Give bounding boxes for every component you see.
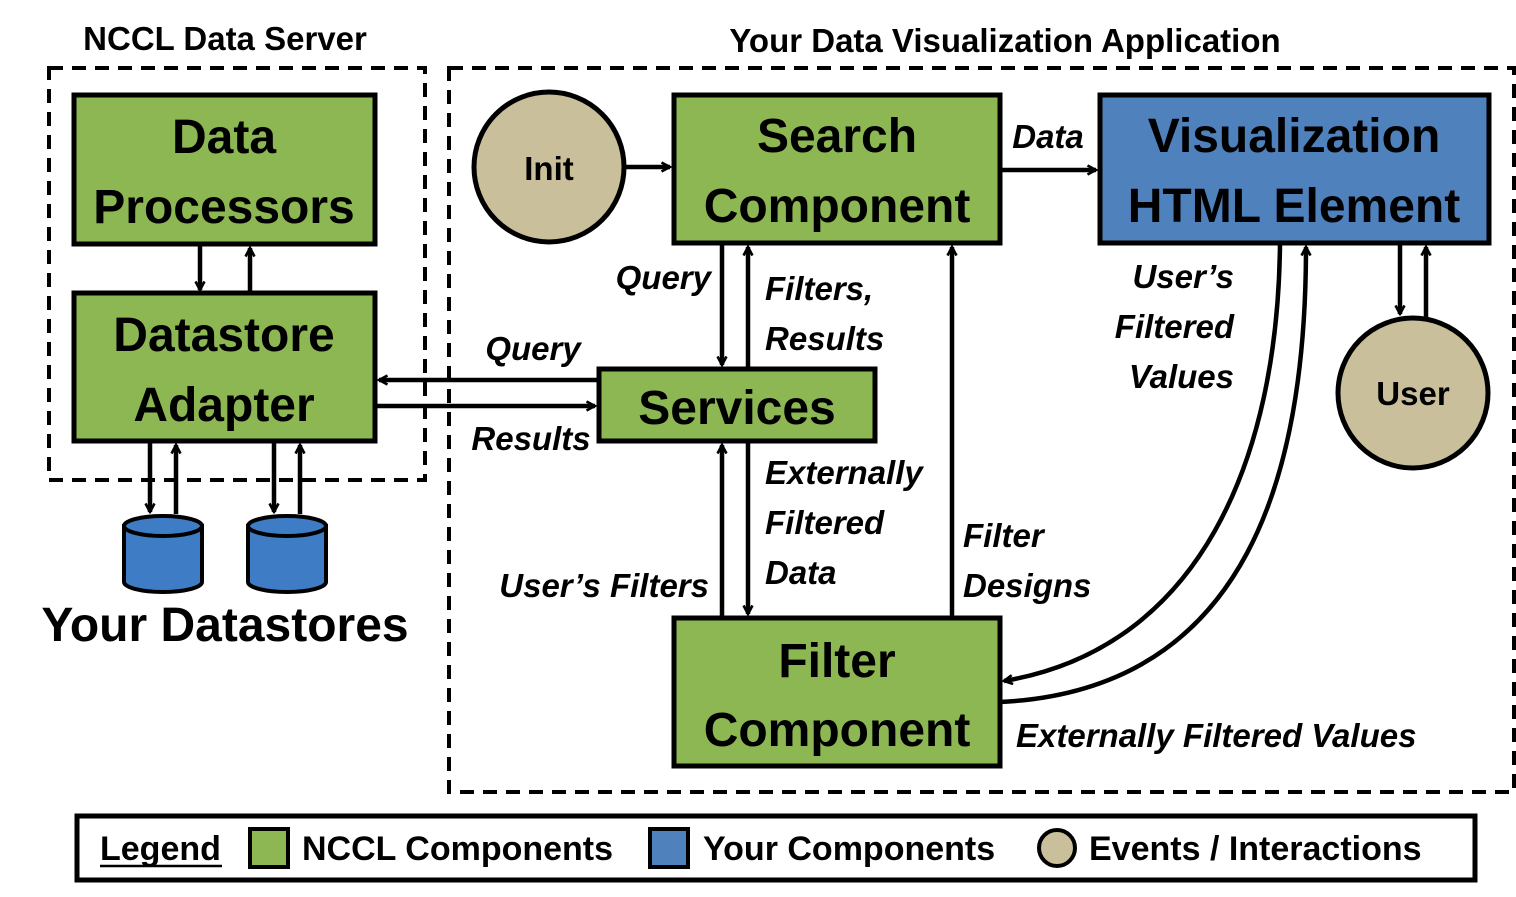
legend-swatch-nccl [248,827,290,869]
app-group-border [447,66,1516,794]
app-section-title: Your Data Visualization Application [729,22,1280,59]
data-processors-label-2: Processors [93,181,355,234]
edge-label-query-adapter: Query [485,330,582,367]
legend-label-yours: Your Components [703,830,995,868]
edge-label-data: Data [1012,118,1084,155]
server-section-title: NCCL Data Server [83,20,367,57]
edge-label-data-services: Data [765,554,837,591]
datastore-adapter-node: Datastore Adapter [71,290,378,444]
init-label: Init [524,150,573,187]
filter-component-label-1: Filter [778,635,895,688]
visualization-element-node: Visualization HTML Element [1097,92,1492,246]
datastore-cylinder-2 [246,514,328,594]
data-processors-node: Data Processors [71,92,378,247]
arrow-filter-values-to-visualization [999,247,1306,705]
legend-label-event: Events / Interactions [1089,830,1422,868]
services-node: Services [596,366,878,444]
edge-label-filtered: Filtered [765,504,885,541]
legend-title: Legend [100,830,221,868]
search-component-label-1: Search [757,110,917,163]
legend-swatch-event [1037,828,1077,868]
user-label: User [1376,375,1450,412]
edge-label-values: Values [1129,358,1234,395]
edge-label-externally-filtered-values: Externally Filtered Values [1016,717,1416,754]
search-component-node: Search Component [671,92,1003,246]
visualization-element-label-2: HTML Element [1128,180,1461,233]
edge-label-results-adapter: Results [471,420,590,457]
datastores-caption: Your Datastores [41,599,408,652]
search-component-label-2: Component [704,180,971,233]
user-event-node: User [1335,315,1491,471]
server-group-border [47,66,427,482]
init-event-node: Init [471,89,627,245]
edge-label-designs: Designs [963,567,1091,604]
datastore-adapter-label-2: Adapter [133,379,314,432]
edge-label-query-search: Query [616,259,713,296]
services-label: Services [638,382,836,435]
legend-label-nccl: NCCL Components [302,830,613,868]
filter-component-label-2: Component [704,704,971,757]
filter-component-node: Filter Component [671,615,1003,769]
edge-label-users: User’s [1132,258,1234,295]
legend-swatch-yours [648,827,690,869]
edge-label-results-search: Results [765,320,884,357]
datastore-cylinder-1 [122,514,204,594]
data-processors-label-1: Data [172,111,276,164]
edge-label-filter: Filter [963,517,1046,554]
arrow-visualization-values-to-filter [1004,242,1283,681]
edge-label-externally: Externally [765,454,924,491]
edge-label-filtered-values-1: Filtered [1115,308,1235,345]
diagram-arrows [150,167,1426,705]
visualization-element-label-1: Visualization [1148,110,1441,163]
edge-label-filters: Filters, [765,270,873,307]
datastore-adapter-label-1: Datastore [113,309,334,362]
edge-label-users-filters: User’s Filters [499,567,709,604]
legend: Legend NCCL Components Your Components E… [74,813,1478,883]
